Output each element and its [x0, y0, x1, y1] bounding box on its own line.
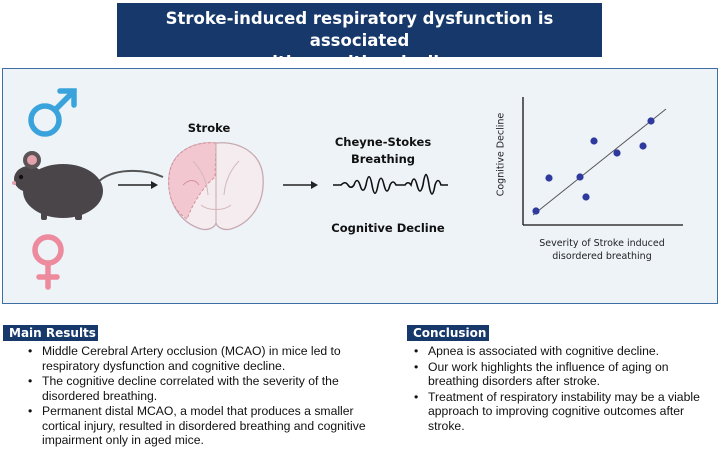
- plot-point: [639, 142, 647, 150]
- cheyne-stokes-line-1: Cheyne-Stokes: [334, 135, 432, 149]
- list-item: Our work highlights the influence of agi…: [414, 360, 720, 389]
- stroke-label: Stroke: [187, 121, 231, 135]
- arrow-1-icon: [118, 181, 158, 189]
- mouse-icon: [12, 151, 164, 220]
- plot-point: [532, 207, 540, 215]
- brain-section-icon: [168, 142, 264, 231]
- title-banner: Stroke-induced respiratory dysfunction i…: [117, 3, 602, 72]
- waveform-icon: [333, 173, 448, 195]
- list-item: Permanent distal MCAO, a model that prod…: [28, 404, 387, 448]
- cheyne-stokes-line-2: Breathing: [350, 152, 416, 166]
- list-item: The cognitive decline correlated with th…: [28, 374, 387, 403]
- female-symbol-icon: [32, 234, 64, 290]
- plot-point: [545, 174, 553, 182]
- title-line-1: Stroke-induced respiratory dysfunction i…: [165, 9, 554, 50]
- conclusion-list: Apnea is associated with cognitive decli…: [414, 344, 720, 434]
- list-item: Middle Cerebral Artery occlusion (MCAO) …: [28, 344, 387, 373]
- conclusion-heading: Conclusion: [407, 325, 489, 341]
- diagram-panel: Stroke Cheyne-Stokes Breathing Cognitive…: [2, 68, 718, 304]
- list-item: Treatment of respiratory instability may…: [414, 390, 720, 434]
- male-symbol-icon: [28, 88, 77, 137]
- plot-point: [582, 193, 590, 201]
- plot-y-axis-label: Cognitive Decline: [495, 112, 507, 197]
- main-results-list: Middle Cerebral Artery occlusion (MCAO) …: [28, 344, 387, 449]
- plot-point: [613, 149, 621, 157]
- list-item: Apnea is associated with cognitive decli…: [414, 344, 720, 359]
- plot-point: [576, 173, 584, 181]
- diagram-graphics: [12, 88, 683, 290]
- arrow-2-icon: [283, 181, 318, 189]
- plot-x-axis-label-line-1: Severity of Stroke induced: [539, 238, 665, 249]
- cognitive-decline-label: Cognitive Decline: [331, 221, 445, 235]
- plot-trendline: [532, 108, 667, 216]
- plot-point: [647, 117, 655, 125]
- plot-x-axis-label-line-2: disordered breathing: [552, 251, 652, 262]
- main-results-heading: Main Results: [3, 325, 98, 341]
- plot-point: [590, 137, 598, 145]
- title-line-2: with cognitive decline: [257, 53, 462, 72]
- scatter-plot-icon: [522, 97, 683, 226]
- plot-x-axis-label: Severity of Stroke induced disordered br…: [517, 237, 687, 263]
- cheyne-stokes-label: Cheyne-Stokes Breathing: [323, 134, 443, 168]
